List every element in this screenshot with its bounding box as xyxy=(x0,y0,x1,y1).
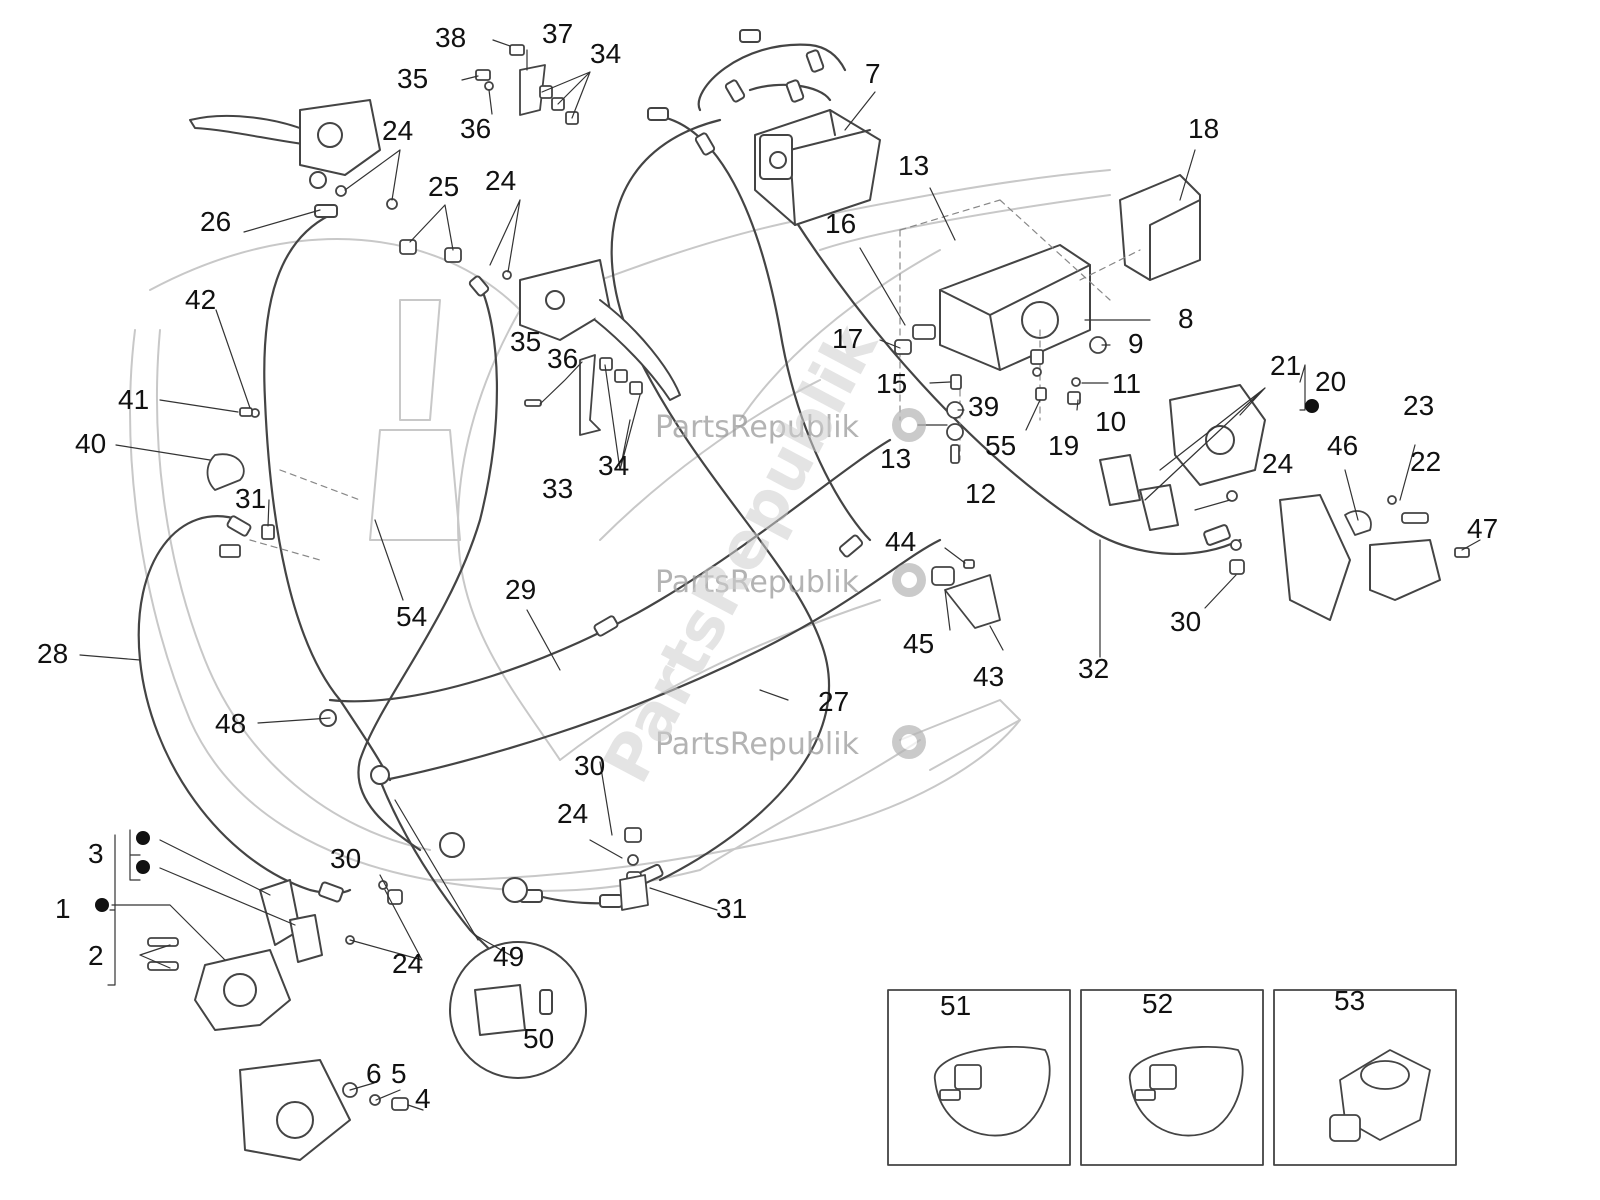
callout-label: 45 xyxy=(903,628,935,659)
callout-label: 3 xyxy=(88,838,104,869)
callout-label: 5 xyxy=(391,1058,407,1089)
watermark-text: PartsRepublik xyxy=(655,410,859,445)
front-caliper xyxy=(194,879,351,1161)
callout-label: 7 xyxy=(865,58,881,89)
callout-label: 18 xyxy=(1188,113,1220,144)
callout-label: 32 xyxy=(1078,653,1110,684)
callout-label: 12 xyxy=(965,478,997,509)
watermark-gear-icon xyxy=(892,725,926,759)
small-hardware xyxy=(147,44,1470,1111)
watermark-text: PartsRepublik xyxy=(655,727,859,762)
abs-cover xyxy=(1119,174,1201,281)
watermark-gear-icon xyxy=(892,408,926,442)
callout-label: 30 xyxy=(330,843,362,874)
callout-label: 26 xyxy=(200,206,232,237)
callout-label: 35 xyxy=(397,63,429,94)
callout-label: 16 xyxy=(825,208,857,239)
callout-label: 31 xyxy=(716,893,748,924)
callout-label: 33 xyxy=(542,473,574,504)
callout-label: 28 xyxy=(37,638,69,669)
callout-label: 1 xyxy=(55,893,71,924)
callout-label: 46 xyxy=(1327,430,1359,461)
callout-label: 34 xyxy=(598,450,630,481)
callout-label: 48 xyxy=(215,708,247,739)
brake-hoses xyxy=(137,43,1242,992)
frame-outline xyxy=(129,169,1111,892)
dashed-guides xyxy=(249,199,1141,561)
rear-lever-master-cylinder xyxy=(519,259,681,401)
callout-label: 38 xyxy=(435,22,467,53)
leader-lines xyxy=(79,39,1481,1111)
callout-label: 8 xyxy=(1178,303,1194,334)
callout-label: 37 xyxy=(542,18,574,49)
callout-label: 17 xyxy=(832,323,864,354)
callout-label: 43 xyxy=(973,661,1005,692)
watermark-gear-icon xyxy=(892,563,926,597)
callout-label: 41 xyxy=(118,384,150,415)
callout-label: 39 xyxy=(968,391,1000,422)
callout-label: 36 xyxy=(547,343,579,374)
callout-label: 13 xyxy=(880,443,912,474)
callout-label: 51 xyxy=(940,990,972,1021)
callout-label: 40 xyxy=(75,428,107,459)
callout-label: 55 xyxy=(985,430,1017,461)
callout-label: 35 xyxy=(510,326,542,357)
callout-label: 44 xyxy=(885,526,917,557)
callout-label: 52 xyxy=(1142,988,1174,1019)
callout-label: 49 xyxy=(493,941,525,972)
clip-detail-inset xyxy=(449,941,587,1079)
callout-label: 21 xyxy=(1270,350,1302,381)
callout-label: 42 xyxy=(185,284,217,315)
callout-label: 4 xyxy=(415,1083,431,1114)
callout-label: 22 xyxy=(1410,446,1442,477)
callout-label: 2 xyxy=(88,940,104,971)
callout-label: 30 xyxy=(1170,606,1202,637)
callout-label: 29 xyxy=(505,574,537,605)
callout-label: 24 xyxy=(382,115,414,146)
watermark-text: PartsRepublik xyxy=(655,565,859,600)
callout-label: 50 xyxy=(523,1023,555,1054)
callout-label: 9 xyxy=(1128,328,1144,359)
abs-modulator xyxy=(754,109,881,226)
accessory-boxes xyxy=(887,989,1457,1166)
callout-label: 11 xyxy=(1112,368,1142,399)
callout-label: 36 xyxy=(460,113,492,144)
callout-label: 24 xyxy=(557,798,589,829)
callout-label: 25 xyxy=(428,171,460,202)
callout-label: 34 xyxy=(590,38,622,69)
callout-label: 53 xyxy=(1334,985,1366,1016)
callout-label: 6 xyxy=(366,1058,382,1089)
callout-label: 54 xyxy=(396,601,428,632)
callout-label: 24 xyxy=(392,948,424,979)
abs-bracket xyxy=(939,244,1091,371)
callout-label: 30 xyxy=(574,750,606,781)
bullet-dots xyxy=(95,399,1319,912)
front-lever-master-cylinder xyxy=(189,99,381,189)
callout-label: 24 xyxy=(1262,448,1294,479)
callout-label: 19 xyxy=(1048,430,1080,461)
callout-label: 31 xyxy=(235,483,267,514)
callout-label: 10 xyxy=(1095,406,1127,437)
callout-label: 13 xyxy=(898,150,930,181)
callout-label: 47 xyxy=(1467,513,1499,544)
callout-label: 27 xyxy=(818,686,850,717)
callout-label: 20 xyxy=(1315,366,1347,397)
callout-label: 15 xyxy=(876,368,908,399)
callout-label: 24 xyxy=(485,165,517,196)
callout-label: 23 xyxy=(1403,390,1435,421)
